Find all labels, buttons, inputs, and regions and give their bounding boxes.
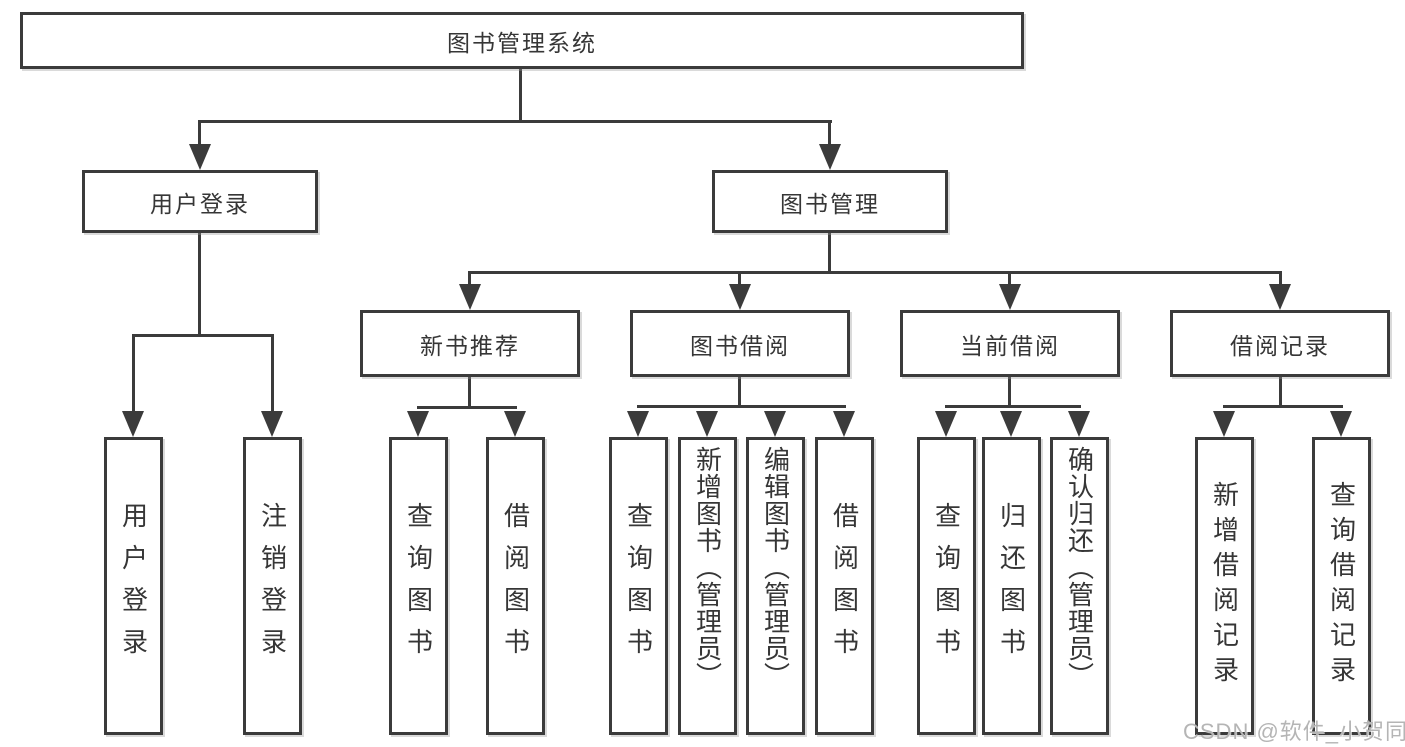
arrow-confirm-return-admin-icon [1068, 411, 1090, 437]
connector-drop-current-borrowing [1008, 271, 1011, 289]
leaf-query-books-current: 查询图书 [917, 437, 976, 735]
connector-book-borrowing-trunk [738, 377, 741, 408]
leaf-borrow-books-recommend-label: 借阅图书 [500, 502, 531, 670]
leaf-user-login-label: 用户登录 [118, 502, 149, 670]
leaf-borrow-books-recommend: 借阅图书 [486, 437, 545, 735]
node-book-management-label: 图书管理 [780, 190, 880, 217]
arrow-query-books-borrowing-icon [627, 411, 649, 437]
arrow-query-books-current-icon [935, 411, 957, 437]
connector-borrow-records-trunk [1279, 377, 1282, 408]
arrow-leaf-logout-icon [261, 411, 283, 437]
leaf-borrow-books-borrowing: 借阅图书 [815, 437, 874, 735]
leaf-user-login: 用户登录 [104, 437, 163, 735]
connector-borrow-records-bus [1223, 405, 1343, 408]
arrow-return-books-icon [1000, 411, 1022, 437]
leaf-query-books-recommend: 查询图书 [389, 437, 448, 735]
connector-drop-book-borrowing [738, 271, 741, 289]
connector-current-borrowing-trunk [1008, 377, 1011, 408]
arrow-new-book-recommend-icon [459, 284, 481, 310]
arrow-add-borrow-record-icon [1213, 411, 1235, 437]
connector-drop-leaf-user-login [132, 334, 135, 418]
node-borrow-records: 借阅记录 [1170, 310, 1390, 377]
connector-drop-new-book-recommend [468, 271, 471, 289]
connector-new-book-recommend-bus [417, 406, 517, 409]
leaf-edit-books-admin: 编辑图书（管理员） [746, 437, 805, 735]
leaf-confirm-return-admin: 确认归还（管理员） [1050, 437, 1109, 735]
node-current-borrowing-label: 当前借阅 [960, 332, 1060, 359]
leaf-add-borrow-record-label: 新增借阅记录 [1209, 481, 1240, 691]
leaf-query-books-borrowing-label: 查询图书 [623, 502, 654, 670]
arrow-book-management-icon [819, 144, 841, 170]
arrow-current-borrowing-icon [999, 284, 1021, 310]
leaf-query-books-recommend-label: 查询图书 [403, 502, 434, 670]
arrow-user-login-icon [189, 144, 211, 170]
arrow-query-books-recommend-icon [407, 411, 429, 437]
connector-new-book-recommend-trunk [468, 377, 471, 409]
csdn-watermark: CSDN @软件_小贺同学 [1183, 719, 1405, 744]
connector-drop-leaf-logout [271, 334, 274, 418]
connector-drop-borrow-records [1279, 271, 1282, 289]
leaf-add-borrow-record: 新增借阅记录 [1195, 437, 1254, 735]
connector-level1-bus [198, 120, 832, 123]
connector-book-borrowing-bus [637, 405, 846, 408]
connector-user-login-trunk [198, 233, 201, 336]
node-root: 图书管理系统 [20, 12, 1024, 69]
leaf-borrow-books-borrowing-label: 借阅图书 [829, 502, 860, 670]
leaf-edit-books-admin-label: 编辑图书（管理员） [760, 446, 791, 689]
leaf-add-books-admin: 新增图书（管理员） [678, 437, 737, 735]
node-user-login: 用户登录 [82, 170, 318, 233]
leaf-logout-label: 注销登录 [257, 502, 288, 670]
connector-drop-user-login [198, 120, 201, 152]
node-new-book-recommend-label: 新书推荐 [420, 332, 520, 359]
arrow-query-borrow-record-icon [1330, 411, 1352, 437]
node-book-borrowing-label: 图书借阅 [690, 332, 790, 359]
node-book-management: 图书管理 [712, 170, 948, 233]
connector-current-borrowing-bus [945, 405, 1081, 408]
connector-user-login-bus [132, 334, 274, 337]
arrow-add-books-admin-icon [696, 411, 718, 437]
connector-drop-book-management [828, 120, 831, 152]
connector-level3-bus [468, 271, 1282, 274]
arrow-borrow-books-recommend-icon [504, 411, 526, 437]
arrow-edit-books-admin-icon [764, 411, 786, 437]
arrow-leaf-user-login-icon [122, 411, 144, 437]
node-new-book-recommend: 新书推荐 [360, 310, 580, 377]
leaf-query-books-current-label: 查询图书 [931, 502, 962, 670]
leaf-return-books-label: 归还图书 [996, 502, 1027, 670]
leaf-query-borrow-record: 查询借阅记录 [1312, 437, 1371, 735]
leaf-query-borrow-record-label: 查询借阅记录 [1326, 481, 1357, 691]
node-book-borrowing: 图书借阅 [630, 310, 850, 377]
connector-root-trunk [519, 69, 522, 123]
arrow-borrow-records-icon [1269, 284, 1291, 310]
node-current-borrowing: 当前借阅 [900, 310, 1120, 377]
connector-book-management-trunk [828, 233, 831, 273]
leaf-confirm-return-admin-label: 确认归还（管理员） [1064, 446, 1095, 689]
leaf-query-books-borrowing: 查询图书 [609, 437, 668, 735]
arrow-book-borrowing-icon [729, 284, 751, 310]
arrow-borrow-books-borrowing-icon [833, 411, 855, 437]
leaf-add-books-admin-label: 新增图书（管理员） [692, 446, 723, 689]
leaf-logout: 注销登录 [243, 437, 302, 735]
node-user-login-label: 用户登录 [150, 190, 250, 217]
leaf-return-books: 归还图书 [982, 437, 1041, 735]
node-borrow-records-label: 借阅记录 [1230, 332, 1330, 359]
node-root-label: 图书管理系统 [447, 29, 597, 56]
